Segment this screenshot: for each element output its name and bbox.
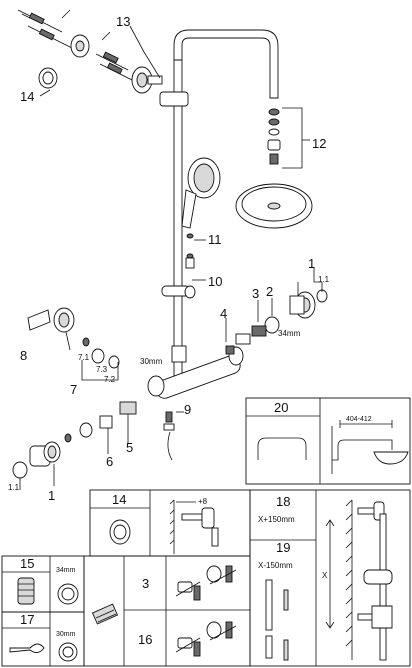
label-part-6: 6 [106, 454, 113, 469]
ring-11 [185, 233, 195, 269]
label-404-412: 404-412 [346, 416, 372, 423]
label-part-7-3: 7.3 [96, 365, 108, 374]
thermostat-body [147, 345, 244, 399]
panel-15: 15 34mm [1, 555, 85, 613]
label-panel-15: 15 [20, 556, 34, 571]
label-part-13: 13 [116, 14, 130, 29]
label-30mm-top: 30mm [140, 357, 163, 366]
label-part-7: 7 [70, 382, 77, 397]
label-34mm-bottom: 34mm [56, 567, 76, 574]
hand-shower-slider [161, 285, 196, 299]
label-34mm-top: 34mm [278, 329, 301, 338]
head-shower [235, 108, 313, 229]
label-part-11: 11 [208, 232, 222, 247]
panel-20: 20 404-412 [245, 397, 411, 485]
label-part-4: 4 [220, 306, 227, 321]
panel-14: 14 +8 [89, 489, 251, 557]
wall-bracket-top [131, 66, 189, 107]
label-panel-18-sub: X+150mm [258, 515, 295, 524]
label-part-1-bottom: 1 [48, 488, 55, 503]
label-plus-8: +8 [198, 497, 208, 506]
label-part-1-top: 1 [308, 256, 315, 271]
screws-top-left [17, 9, 133, 81]
label-part-9: 9 [184, 402, 191, 417]
label-part-1-1-top: 1.1 [318, 275, 330, 284]
panel-18-19: 18 X+150mm 19 X-150mm X [249, 489, 411, 667]
hand-shower [181, 157, 221, 229]
label-part-2: 2 [266, 284, 273, 299]
panel-17: 17 30mm [1, 611, 85, 667]
label-part-7-1: 7.1 [78, 353, 90, 362]
label-dimension-x: X [322, 571, 328, 580]
panel-3-16: 3 16 [83, 555, 251, 667]
label-part-14: 14 [20, 89, 34, 104]
label-part-10: 10 [208, 274, 222, 289]
label-part-3: 3 [252, 286, 259, 301]
left-handle-assembly [27, 307, 120, 369]
label-panel-3: 3 [142, 576, 149, 591]
lower-handle-assembly [12, 401, 137, 479]
label-part-5: 5 [126, 440, 133, 455]
label-panel-17: 17 [20, 612, 34, 627]
label-30mm-bottom: 30mm [56, 631, 76, 638]
leader-lines [19, 25, 323, 490]
label-part-7-2: 7.2 [104, 375, 116, 384]
label-panel-18: 18 [276, 494, 290, 509]
label-panel-19-sub: X-150mm [258, 561, 293, 570]
label-panel-20: 20 [274, 400, 288, 415]
label-part-1-1-bottom: 1.1 [8, 483, 20, 492]
outlet-nipple-9 [163, 411, 175, 461]
label-part-8: 8 [20, 348, 27, 363]
right-handle-assembly [225, 289, 328, 355]
label-part-12: 12 [312, 136, 326, 151]
label-panel-19: 19 [276, 540, 290, 555]
ring-14 [38, 67, 58, 89]
label-panel-14: 14 [112, 492, 126, 507]
label-panel-16: 16 [138, 632, 152, 647]
